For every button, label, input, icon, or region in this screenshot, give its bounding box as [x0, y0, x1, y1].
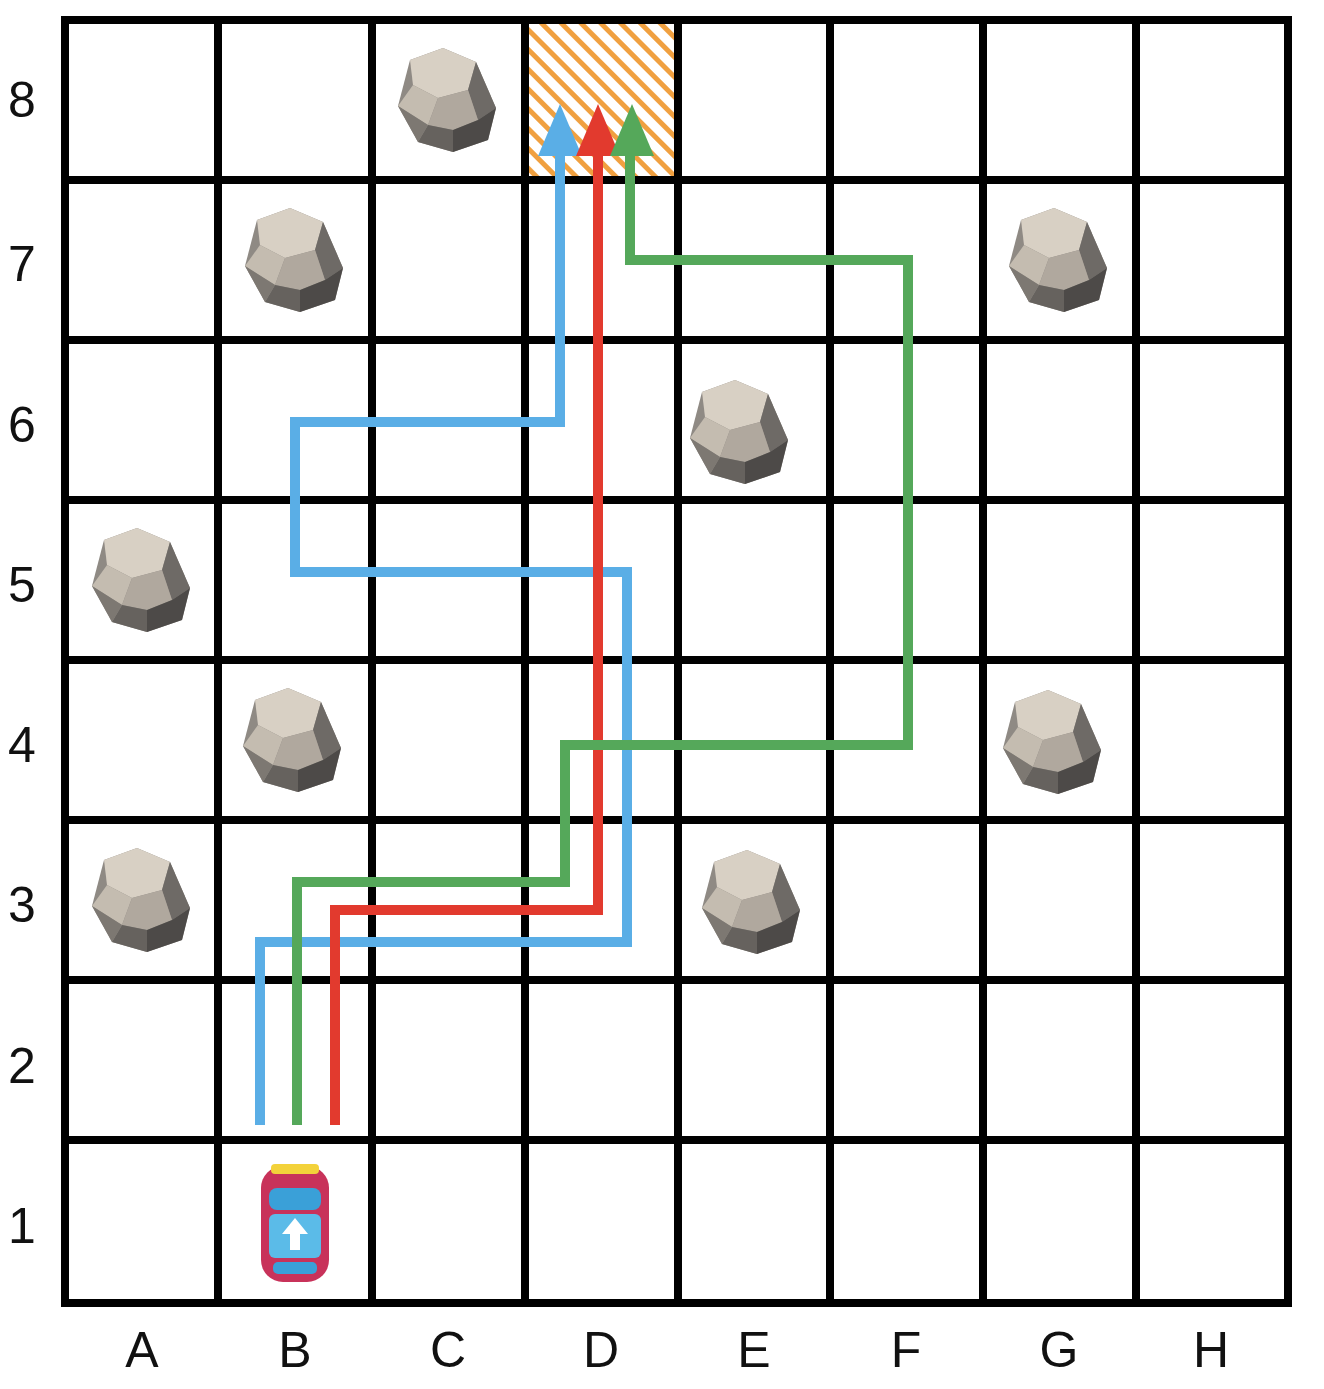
- row-label: 3: [8, 880, 36, 930]
- row-label: 6: [8, 400, 36, 450]
- column-label: E: [737, 1325, 770, 1375]
- row-label: 7: [8, 239, 36, 289]
- column-label: F: [891, 1325, 922, 1375]
- route-paths: [260, 140, 908, 1125]
- row-label: 1: [8, 1201, 36, 1251]
- column-label: C: [430, 1325, 466, 1375]
- column-label: H: [1193, 1325, 1229, 1375]
- row-label: 8: [8, 75, 36, 125]
- car-icon: [261, 1164, 329, 1282]
- row-label: 4: [8, 720, 36, 770]
- arrow-head: [538, 104, 582, 156]
- target-cell: [529, 24, 674, 176]
- column-label: B: [278, 1325, 311, 1375]
- column-label: D: [583, 1325, 619, 1375]
- column-label: A: [125, 1325, 158, 1375]
- row-label: 2: [8, 1041, 36, 1091]
- column-label: G: [1040, 1325, 1079, 1375]
- row-label: 5: [8, 560, 36, 610]
- arrow-head: [610, 104, 654, 156]
- grid-lines: [61, 20, 1292, 1303]
